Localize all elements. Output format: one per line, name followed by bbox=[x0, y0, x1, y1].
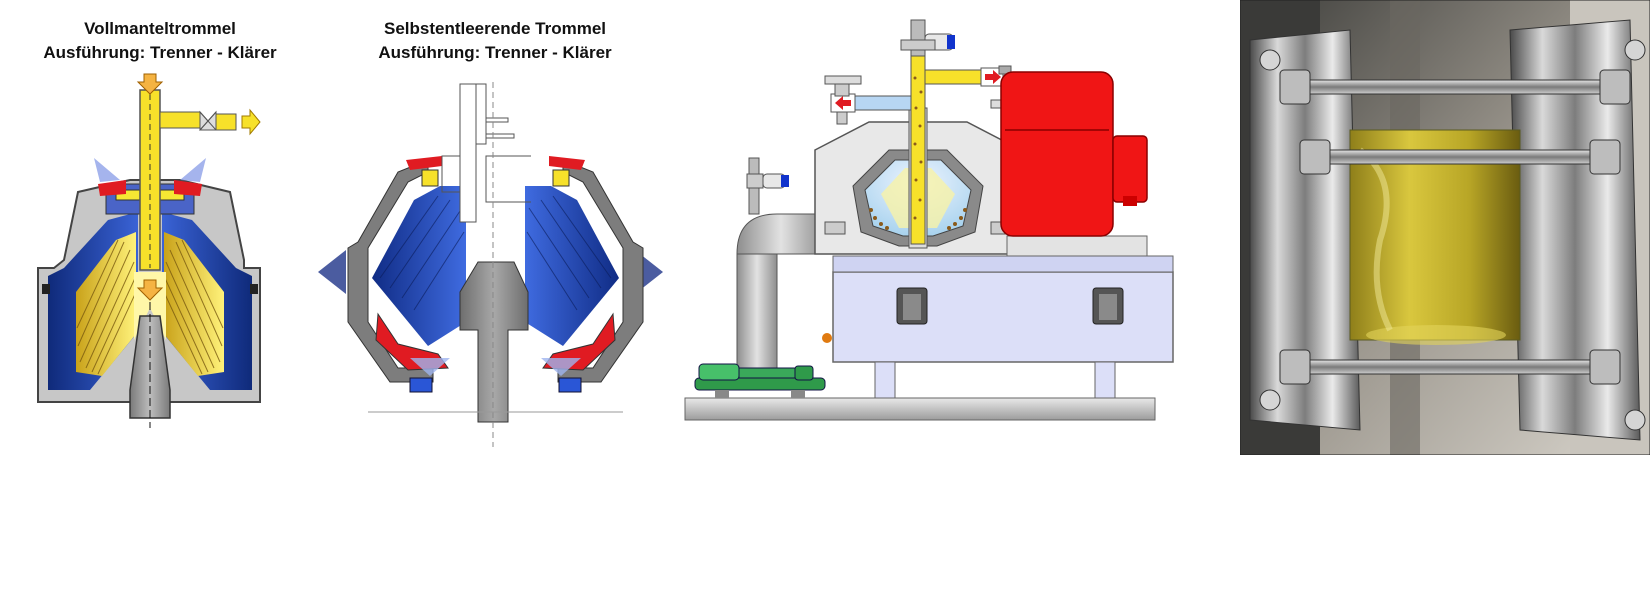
base-plate bbox=[684, 397, 1156, 421]
left-flange bbox=[1249, 29, 1361, 431]
spray-nozzle-icon bbox=[318, 250, 346, 294]
vollmantel-title-line1: Vollmanteltrommel bbox=[84, 19, 236, 38]
motor bbox=[1000, 71, 1148, 257]
arrow-icon bbox=[136, 73, 164, 95]
arrow-icon bbox=[985, 70, 1001, 84]
feed-tube bbox=[910, 53, 926, 245]
tie-rod bbox=[1299, 79, 1621, 95]
tie-rod bbox=[1309, 149, 1611, 165]
spray-nozzle-icon bbox=[410, 358, 450, 376]
arrow-icon bbox=[241, 108, 261, 136]
separator-machine-diagram bbox=[675, 18, 1227, 442]
spray-nozzle-icon bbox=[180, 158, 206, 182]
selbstentleerend-title-line1: Selbstentleerende Trommel bbox=[383, 19, 607, 38]
arrow-icon bbox=[136, 279, 164, 301]
sight-glass-photo bbox=[1240, 0, 1650, 455]
valve-icon bbox=[198, 110, 218, 131]
housing-shell bbox=[347, 159, 434, 383]
selbstentleerend-title: Selbstentleerende Trommel Ausführung: Tr… bbox=[335, 17, 655, 65]
spindle bbox=[459, 261, 529, 423]
vollmantel-title: Vollmanteltrommel Ausführung: Trenner - … bbox=[10, 17, 310, 65]
spray-nozzle-icon bbox=[94, 158, 120, 182]
arrow-icon bbox=[835, 96, 851, 110]
tie-rod bbox=[1299, 359, 1621, 375]
seal-left bbox=[375, 312, 449, 371]
bowl-right bbox=[525, 186, 619, 346]
feed-tube bbox=[459, 83, 477, 223]
inlet-pipe bbox=[736, 253, 778, 375]
vollmantel-title-line2: Ausführung: Trenner - Klärer bbox=[43, 43, 277, 62]
seal-right bbox=[542, 312, 616, 371]
selbstentleerend-drum-diagram bbox=[318, 82, 673, 447]
pump bbox=[694, 363, 826, 391]
spray-nozzle-icon bbox=[541, 358, 581, 376]
vollmantel-drum-diagram bbox=[30, 72, 280, 444]
selbstentleerend-title-line2: Ausführung: Trenner - Klärer bbox=[378, 43, 612, 62]
bowl-left bbox=[372, 186, 466, 346]
